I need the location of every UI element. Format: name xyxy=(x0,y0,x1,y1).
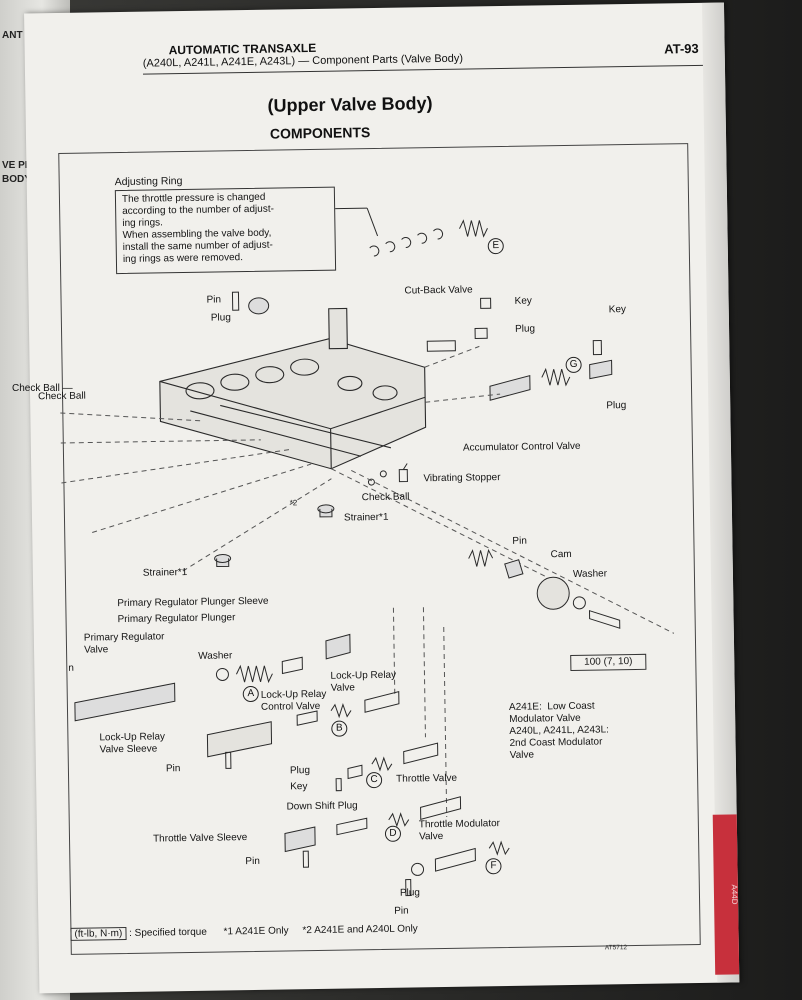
pin-5-shape xyxy=(405,879,412,897)
fragment-body: BODY xyxy=(2,174,31,185)
plunger-shape xyxy=(281,656,303,675)
spring-a xyxy=(235,664,273,684)
label-primary-regulator-plunger: Primary Regulator Plunger xyxy=(117,612,236,626)
torque-spec: 100 (7, 10) xyxy=(570,653,647,671)
adjusting-rings xyxy=(369,228,444,257)
label-key-3: Key xyxy=(290,781,308,793)
spring-e xyxy=(459,219,488,238)
key-2-shape xyxy=(592,339,602,356)
label-key-1: Key xyxy=(514,295,532,307)
label-washer-left: Washer xyxy=(198,650,233,662)
cam-shape xyxy=(536,576,570,610)
legend-unit-box: (ft-lb, N·m) xyxy=(70,927,127,941)
plunger-sleeve-shape xyxy=(325,633,351,660)
legend-specified-torque: : Specified torque xyxy=(128,926,207,939)
footnote-mark-2: *2 xyxy=(289,498,298,508)
label-primary-regulator-plunger-sleeve: Primary Regulator Plunger Sleeve xyxy=(117,595,269,610)
lock-up-relay-valve-shape xyxy=(364,691,400,713)
label-down-shift-plug: Down Shift Plug xyxy=(286,800,358,813)
strainer-shape xyxy=(317,504,335,518)
primary-regulator-valve-shape xyxy=(74,682,176,722)
label-pin-mid: Pin xyxy=(512,535,527,547)
legend-note-1: *1 A241E Only xyxy=(223,925,289,938)
label-plug-4: Plug xyxy=(399,887,421,899)
adjusting-ring-label: Adjusting Ring xyxy=(114,175,183,189)
vibrating-stopper-shape xyxy=(398,463,408,483)
valve-body-diagram xyxy=(60,207,675,897)
upper-valve-body xyxy=(159,307,427,470)
pin-4-shape xyxy=(302,850,309,868)
spring-f xyxy=(488,840,510,856)
label-cam: Cam xyxy=(550,548,572,561)
spring-b xyxy=(330,702,352,719)
label-plug-top: Plug xyxy=(210,312,231,324)
leader-line xyxy=(366,207,379,237)
spring-g xyxy=(541,367,571,387)
valve-sleeve-shape xyxy=(206,721,273,758)
washer-shape xyxy=(572,596,586,610)
fragment-ant: ANT xyxy=(2,30,23,41)
label-modulator-valve: A241E: Low Coast Modulator Valve A240L, … xyxy=(508,700,610,761)
label-strainer-lower: Strainer*1 xyxy=(142,567,188,579)
pin-mid-shape xyxy=(504,559,524,579)
down-shift-plug-shape xyxy=(336,817,368,836)
label-washer-right: Washer xyxy=(572,568,608,580)
label-plug-1: Plug xyxy=(514,323,536,335)
label-fragment-n: n xyxy=(68,662,74,674)
plug-top-shape xyxy=(248,297,270,315)
spring-cam xyxy=(468,548,494,567)
plug-2-shape xyxy=(589,359,613,380)
label-primary-regulator-valve: Primary Regulator Valve xyxy=(83,631,165,656)
label-cut-back-valve: Cut-Back Valve xyxy=(404,284,473,297)
pin-top-shape xyxy=(231,291,240,311)
label-plug-2: Plug xyxy=(606,400,627,412)
label-pin-top: Pin xyxy=(206,294,222,306)
label-plug-3: Plug xyxy=(289,765,311,777)
label-throttle-modulator-valve: Throttle Modulator Valve xyxy=(418,818,501,843)
label-check-ball-overhang: Check Ball — xyxy=(12,383,73,394)
plug-3-shape xyxy=(347,764,363,780)
strainer-2-shape xyxy=(214,553,232,568)
bolt-shape xyxy=(588,610,621,629)
label-pin-5: Pin xyxy=(394,905,409,917)
throttle-modulator-valve-shape xyxy=(434,847,476,872)
adjusting-ring-note: The throttle pressure is changed accordi… xyxy=(114,186,337,275)
label-pin-3: Pin xyxy=(165,763,181,775)
manual-page: A44D AUTOMATIC TRANSAXLE (A240L, A241L, … xyxy=(24,2,740,994)
spring-c xyxy=(371,756,393,772)
label-vibrating-stopper: Vibrating Stopper xyxy=(423,472,501,485)
label-accumulator-control-valve: Accumulator Control Valve xyxy=(462,440,581,454)
modulator-valve-shape xyxy=(403,742,439,765)
throttle-valve-sleeve-shape xyxy=(284,826,316,853)
plug-4-shape xyxy=(411,862,425,876)
label-key-2: Key xyxy=(608,304,627,316)
label-lock-up-relay-valve-sleeve: Lock-Up Relay Valve Sleeve xyxy=(99,731,166,756)
washer-left-shape xyxy=(215,667,229,681)
legend-note-2: *2 A241E and A240L Only xyxy=(302,923,418,937)
label-lock-up-relay-valve: Lock-Up Relay Valve xyxy=(330,669,397,694)
control-valve-shape xyxy=(296,710,318,726)
label-check-ball: Check Ball xyxy=(361,491,410,504)
key-shape xyxy=(480,297,492,309)
label-strainer: Strainer*1 xyxy=(343,511,389,524)
label-pin-4: Pin xyxy=(245,855,260,868)
accumulator-valve-shape xyxy=(489,374,531,401)
label-throttle-valve-sleeve: Throttle Valve Sleeve xyxy=(152,832,248,845)
key-3-shape xyxy=(335,778,342,792)
spring-d xyxy=(388,812,410,828)
cut-back-valve-shape xyxy=(426,340,456,352)
label-throttle-valve: Throttle Valve xyxy=(396,772,458,785)
figure-code: AT5712 xyxy=(604,944,628,952)
pin-3-shape xyxy=(225,751,232,769)
plug-shape xyxy=(474,327,488,339)
label-lock-up-relay-control-valve: Lock-Up Relay Control Valve xyxy=(260,688,327,713)
throttle-valve-shape xyxy=(420,796,462,821)
